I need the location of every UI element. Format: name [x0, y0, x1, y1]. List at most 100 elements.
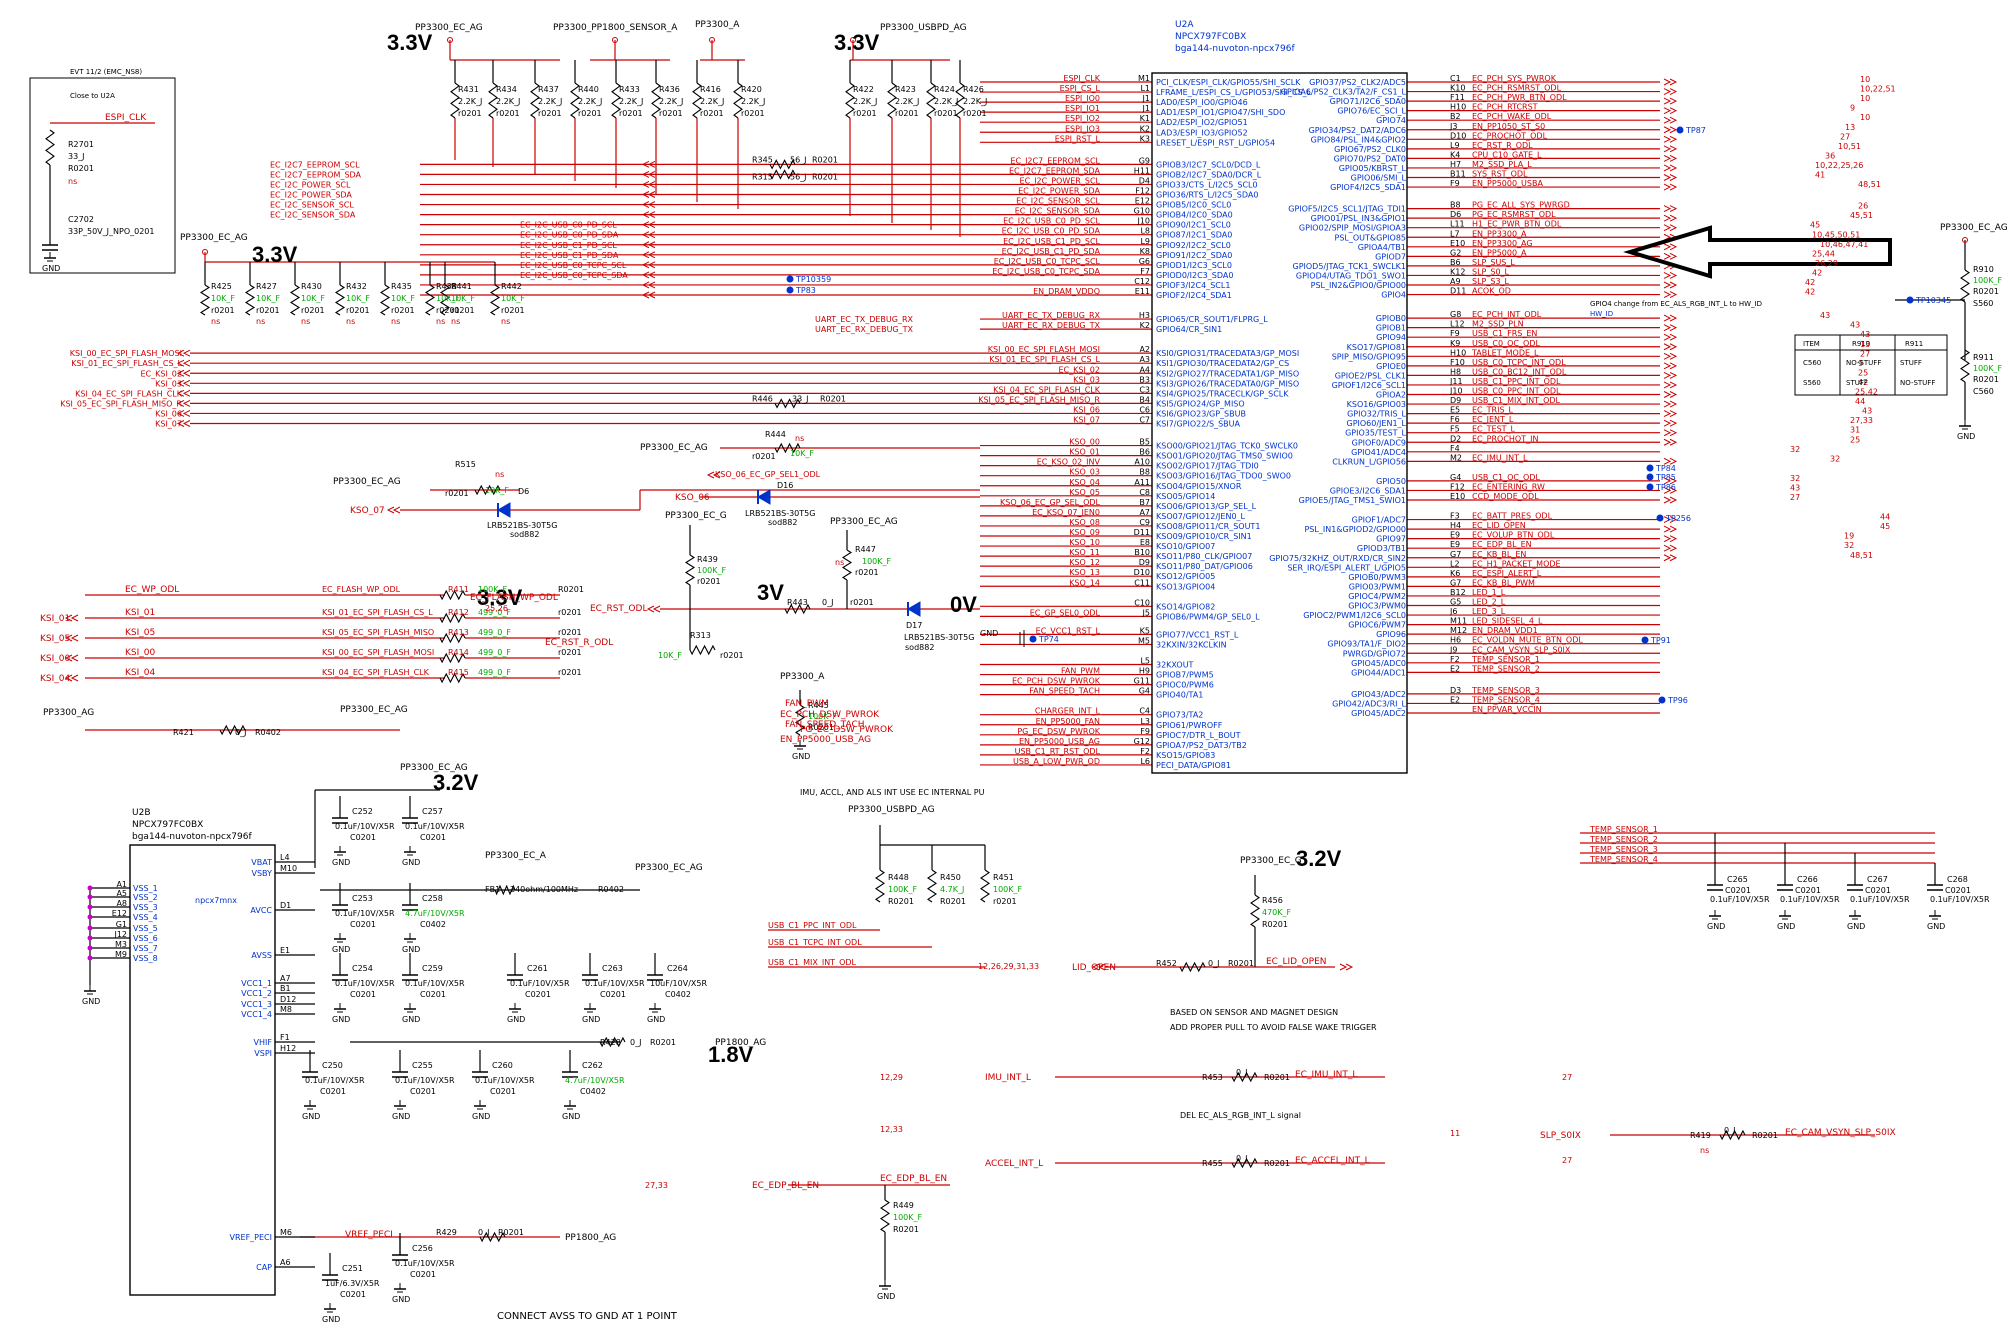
r439-val: 100K_F [697, 566, 727, 575]
fb1-ref: FB1 [485, 885, 500, 894]
pin-name: GPIO64/CR_SIN1 [1156, 325, 1222, 334]
cap-val: 0.1uF/10V/X5R [305, 1076, 365, 1085]
page-ref: 25,44 [1812, 249, 1835, 258]
pin-number: F9 [1140, 727, 1150, 736]
diode-icon [757, 489, 771, 505]
pin-number: K5 [1140, 626, 1150, 635]
offpage-connector-icon [1669, 496, 1678, 504]
resistor-ref: R455 [1202, 1159, 1223, 1168]
test-point-icon [1646, 483, 1654, 491]
r447-pkg: r0201 [855, 568, 879, 577]
offpage-connector-icon [1663, 333, 1672, 341]
pin-name: GPIO45/ADC0 [1351, 659, 1406, 668]
resistor-val: 0_J [1724, 1126, 1735, 1135]
offpage-connector-icon [182, 420, 191, 427]
pin-name: CLKRUN_L/GPIO56 [1332, 457, 1406, 466]
net-label: KSI_01_EC_SPI_FLASH_CS_L [322, 608, 433, 617]
note-avss: CONNECT AVSS TO GND AT 1 POINT [497, 1311, 678, 1322]
offpage-connector-icon [1669, 429, 1678, 437]
offpage-connector-icon [646, 605, 655, 613]
page-ref: 45,51 [1850, 211, 1873, 220]
pin-number: F1 [280, 1033, 290, 1042]
r313-val: 10K_F [658, 651, 682, 660]
resistor-val: 100K_F [888, 885, 918, 894]
rail-connector-icon [1962, 237, 1968, 243]
pin-number: D9 [1139, 558, 1150, 567]
offpage-connector-icon [1663, 183, 1672, 191]
test-point-icon [1906, 296, 1914, 304]
pin-name: LRESET_L/ESPI_RST_L/GPIO54 [1156, 138, 1275, 147]
resistor-pkg: r0201 [741, 109, 765, 118]
offpage-connector-icon [1669, 381, 1678, 389]
pin-name: GPIO70/PS2_DAT0 [1334, 154, 1406, 163]
net-label: EC_I2C_USB_C1_PD_SDA [1002, 247, 1101, 256]
net-label: CCD_MODE_ODL [1472, 492, 1539, 501]
offpage-connector-icon [647, 281, 656, 289]
pin-name: SER_IRQ/ESPI_ALERT_L/GPIO5 [1287, 563, 1406, 572]
r911-val: 100K_F [1973, 364, 2003, 373]
resistor-symbol [488, 82, 498, 119]
net-label: KSO_10 [1069, 538, 1100, 547]
pin-number: C3 [1139, 385, 1150, 394]
offpage-connector-icon [1663, 487, 1672, 494]
gnd-label: GND [582, 1015, 600, 1024]
table-cell: NO-STUFF [1900, 379, 1935, 387]
page-ref: 25,26 [485, 604, 508, 613]
net-label: KSO_01 [1069, 448, 1100, 457]
pin-number: B5 [1139, 438, 1150, 447]
pin-name: GPIO03/PWM1 [1349, 582, 1406, 591]
offpage-connector-icon [1669, 243, 1678, 251]
offpage-connector-icon [1663, 252, 1672, 260]
gnd-label: GND [42, 264, 60, 273]
resistor-ref: R442 [501, 282, 522, 291]
gnd-label: GND [1927, 922, 1945, 931]
offpage-connector-icon [1345, 963, 1354, 971]
offpage-connector-icon [647, 211, 656, 219]
resistor-ref: R436 [659, 85, 680, 94]
offpage-connector-icon [70, 674, 79, 682]
net-label: KSI_00 [40, 654, 70, 664]
net-label: EN_PP3300_AG [1472, 239, 1533, 248]
pin-number: G9 [1139, 156, 1150, 165]
gnd-label: GND [402, 858, 420, 867]
pin-name: GPIO71/I2C6_SDA0 [1330, 97, 1406, 106]
fb1-val: 240ohm/100MHz [510, 885, 578, 894]
pin-name: GPIOF3/I2C4_SCL1 [1156, 281, 1230, 290]
offpage-connector-icon [1663, 438, 1672, 446]
net-label: EN_PP5000_A [1472, 248, 1527, 257]
r515-pkg: r0201 [445, 489, 469, 498]
voltage-callout: 3.3V [477, 585, 523, 610]
cap-ref: C259 [422, 964, 443, 973]
pin-number: H8 [1450, 367, 1461, 376]
net-label: TEMP_SENSOR_4 [1589, 855, 1658, 864]
page-ref: 43 [1860, 330, 1870, 339]
pin-number: L1 [1140, 84, 1150, 93]
offpage-connector-icon [1663, 410, 1672, 418]
net-label: KSO_06_EC_GP_SEL1_ODL [715, 470, 821, 479]
test-point-label: TP85 [1655, 473, 1676, 482]
page-ref: 41 [1815, 171, 1825, 180]
net-label: FAN_SPEED_TACH [785, 720, 865, 730]
pin-number: L5 [1140, 657, 1150, 666]
net-label: TEMP_SENSOR_3 [1589, 845, 1658, 854]
net-label: KSI_01 [125, 608, 155, 618]
gnd-label: GND [792, 752, 810, 761]
pin-name: GPIO33/CTS_L/I2C5_SCL0 [1156, 180, 1258, 189]
pin-number: G6 [1139, 257, 1150, 266]
pin-name: GPIOB5/I2C0_SCL0 [1156, 201, 1231, 210]
gnd-label: GND [302, 1112, 320, 1121]
resistor-ref: R416 [700, 85, 721, 94]
offpage-connector-icon [1663, 457, 1672, 465]
pin-name: LAD2/ESPI_IO2/GPIO51 [1156, 118, 1248, 127]
net-label: FAN_PWM [785, 699, 829, 709]
test-point-label: TP86 [1655, 483, 1676, 492]
net-label: KSO_09 [1069, 528, 1100, 537]
pin-name: KSO16/GPIO03 [1347, 400, 1406, 409]
net-label: EC_FLASH_WP_ODL [322, 585, 401, 594]
page-ref: 27 [1562, 1156, 1572, 1165]
offpage-connector-icon [1091, 963, 1100, 971]
offpage-connector-icon [1669, 224, 1678, 232]
pin-number: H9 [1139, 667, 1150, 676]
pin-name: LAD0/ESPI_IO0/GPIO46 [1156, 98, 1248, 107]
